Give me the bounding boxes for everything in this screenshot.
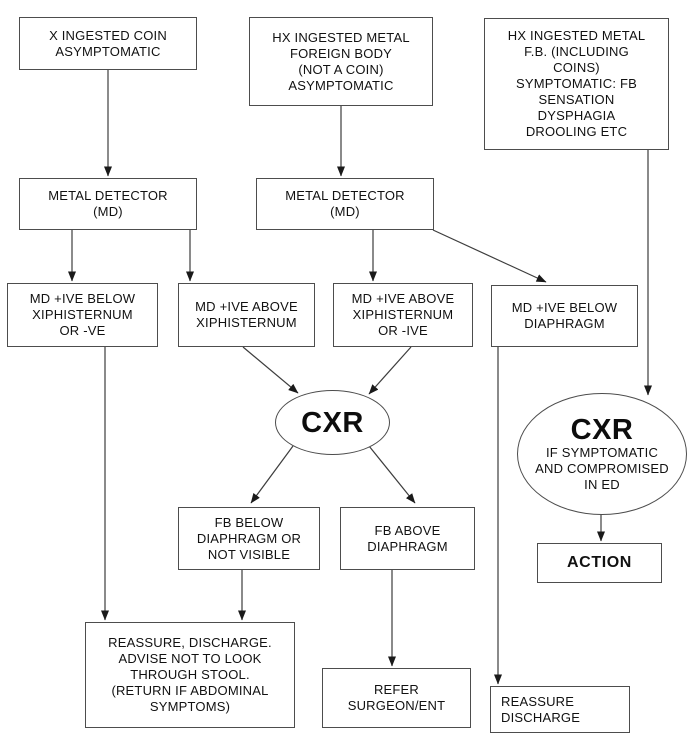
node-label: HX INGESTED METAL F.B. (INCLUDING COINS)…	[507, 28, 646, 139]
node-label: HX INGESTED METAL FOREIGN BODY (NOT A CO…	[272, 29, 410, 93]
node-label: REASSURE DISCHARGE	[501, 693, 581, 725]
node-fb-above-diaphragm: FB ABOVE DIAPHRAGM	[340, 507, 475, 570]
node-label: MD +IVE ABOVE XIPHISTERNUM	[195, 299, 298, 330]
node-label: FB BELOW DIAPHRAGM OR NOT VISIBLE	[196, 514, 302, 562]
node-reassure-discharge-advise: REASSURE, DISCHARGE. ADVISE NOT TO LOOK …	[85, 622, 295, 728]
node-md-positive-below-diaphragm: MD +IVE BELOW DIAPHRAGM	[491, 285, 638, 347]
node-x-ingested-coin-asymptomatic: X INGESTED COIN ASYMPTOMATIC	[19, 17, 197, 70]
node-hx-ingested-metal-fb-symptomatic: HX INGESTED METAL F.B. (INCLUDING COINS)…	[484, 18, 669, 150]
node-label: MD +IVE BELOW XIPHISTERNUM OR -VE	[29, 291, 136, 338]
node-label: METAL DETECTOR (MD)	[48, 188, 168, 219]
node-label: METAL DETECTOR (MD)	[285, 188, 405, 219]
edge-above-xiphisternum-to-cxr	[242, 346, 299, 394]
node-label: REASSURE, DISCHARGE. ADVISE NOT TO LOOK …	[108, 635, 272, 714]
node-label: MD +IVE ABOVE XIPHISTERNUM OR -IVE	[351, 291, 455, 338]
node-title: CXR	[570, 414, 634, 446]
edge-metal-detector-2-to-below-diaphragm	[432, 229, 547, 283]
node-md-positive-above-xiphisternum-or-negative: MD +IVE ABOVE XIPHISTERNUM OR -IVE	[333, 283, 473, 347]
edge-cxr-to-fb-above-diaphragm	[368, 445, 416, 504]
node-label: X INGESTED COIN ASYMPTOMATIC	[49, 27, 167, 59]
node-metal-detector-2: METAL DETECTOR (MD)	[256, 178, 434, 230]
node-hx-ingested-metal-fb-not-coin-asymptomatic: HX INGESTED METAL FOREIGN BODY (NOT A CO…	[249, 17, 433, 106]
node-md-positive-below-xiphisternum-or-negative: MD +IVE BELOW XIPHISTERNUM OR -VE	[7, 283, 158, 347]
node-reassure-discharge: REASSURE DISCHARGE	[490, 686, 630, 733]
node-fb-below-diaphragm-or-not-visible: FB BELOW DIAPHRAGM OR NOT VISIBLE	[178, 507, 320, 570]
node-md-positive-above-xiphisternum: MD +IVE ABOVE XIPHISTERNUM	[178, 283, 315, 347]
node-label: ACTION	[567, 554, 632, 571]
edge-cxr-to-fb-below-diaphragm	[250, 445, 294, 504]
node-action: ACTION	[537, 543, 662, 583]
node-metal-detector-1: METAL DETECTOR (MD)	[19, 178, 197, 230]
node-title: CXR	[301, 406, 364, 439]
node-label: REFER SURGEON/ENT	[347, 682, 446, 713]
node-label: MD +IVE BELOW DIAPHRAGM	[511, 300, 618, 331]
edge-above-xiphisternum-or-negative-to-cxr	[368, 346, 412, 395]
node-label: FB ABOVE DIAPHRAGM	[367, 522, 448, 554]
node-cxr: CXR	[275, 390, 390, 455]
node-refer-surgeon-ent: REFER SURGEON/ENT	[322, 668, 471, 728]
node-label: IF SYMPTOMATIC AND COMPROMISED IN ED	[535, 445, 669, 492]
